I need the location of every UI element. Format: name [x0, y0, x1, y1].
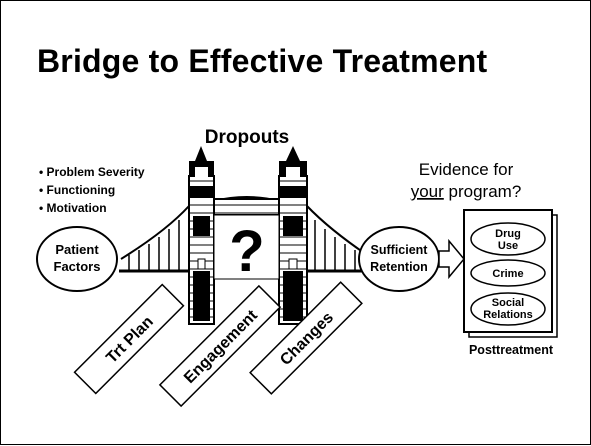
bullet-functioning: • Functioning: [39, 183, 115, 197]
evidence-your: your: [411, 182, 444, 201]
retention-oval: [358, 226, 440, 292]
arrow-right-icon: [438, 238, 465, 280]
bridge-center: [213, 214, 280, 280]
bullet-motivation: • Motivation: [39, 201, 107, 215]
dropouts-label: Dropouts: [205, 127, 289, 148]
drug-use-line2: Use: [498, 240, 518, 252]
social-relations-line1: Social: [492, 297, 524, 309]
retention-line2: Retention: [370, 260, 428, 274]
left-tower: [188, 146, 215, 325]
support-trt-plan: Trt Plan: [73, 283, 185, 395]
patient-factors-line1: Patient: [55, 242, 99, 257]
right-tower: [278, 146, 308, 325]
patient-factors-oval: [36, 226, 118, 292]
crime-label: Crime: [492, 268, 523, 280]
bullet-problem-severity: • Problem Severity: [39, 165, 145, 179]
slide-title: Bridge to Effective Treatment: [37, 43, 488, 79]
evidence-program: program?: [444, 182, 521, 201]
retention-line1: Sufficient: [371, 243, 429, 257]
upper-walkway: [213, 198, 280, 216]
evidence-line1: Evidence for: [419, 160, 514, 179]
patient-factors-line2: Factors: [54, 259, 101, 274]
drug-use-oval: [470, 222, 546, 256]
evidence-line2: your program?: [411, 182, 522, 201]
social-relations-line2: Relations: [483, 309, 533, 321]
drug-use-line1: Drug: [495, 228, 521, 240]
social-relations-oval: [470, 292, 546, 326]
question-mark: ?: [229, 219, 264, 284]
posttreatment-label: Posttreatment: [469, 343, 554, 357]
crime-oval: [470, 259, 546, 287]
